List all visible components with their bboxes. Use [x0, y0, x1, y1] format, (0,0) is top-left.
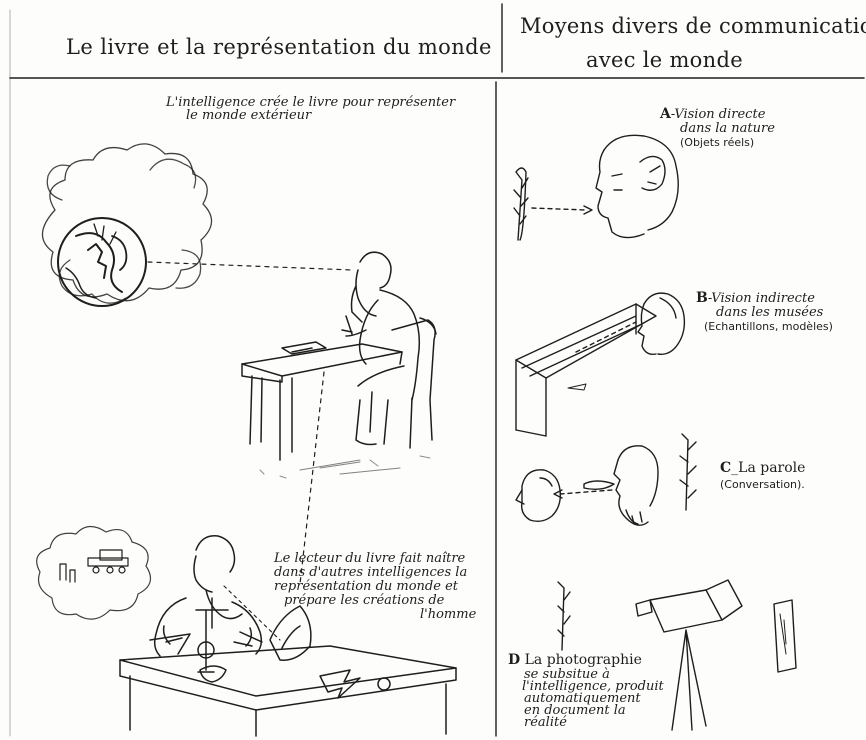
reader-caption-line4: prépare les créations de	[284, 593, 445, 608]
reading-line	[223, 585, 281, 641]
reader-caption-line3: représentation du monde et	[274, 579, 458, 594]
reader-caption-line2: dans d'autres intelligences la	[274, 565, 468, 580]
label-d-line6: réalité	[524, 715, 567, 730]
industry-cloud-drawing	[36, 525, 152, 620]
intro-caption-line1: L'intelligence crée le livre pour représ…	[166, 95, 456, 110]
label-d-line5: en document la	[524, 703, 626, 718]
right-panel-title-line2: avec le monde	[586, 48, 743, 72]
label-b-line1: -Vision indirecte	[707, 291, 815, 306]
label-c-line1: _La parole	[731, 460, 806, 476]
reader-caption-line1: Le lecteur du livre fait naître	[274, 551, 466, 566]
label-c-line2: (Conversation).	[720, 478, 805, 491]
label-b-letter: B	[696, 290, 708, 306]
label-b: B-Vision indirecte	[696, 290, 815, 306]
label-b-line2: dans les musées	[716, 305, 824, 320]
frame-lines	[9, 3, 865, 737]
label-d-line1: La photographie	[524, 652, 642, 668]
label-d-line2: se subsitue à	[524, 667, 610, 682]
label-c-letter: C	[720, 460, 732, 476]
right-panel-title-line1: Moyens divers de communication	[520, 14, 866, 38]
label-d-letter: D	[508, 652, 521, 668]
label-b-line3: (Echantillons, modèles)	[704, 320, 833, 333]
photographie-drawing	[557, 579, 797, 731]
label-c: C_La parole	[720, 460, 805, 476]
label-d: D La photographie	[508, 652, 642, 668]
label-a-letter: A	[660, 106, 671, 122]
label-a-line1: -Vision directe	[670, 107, 766, 122]
intro-caption-line2: le monde extérieur	[186, 108, 312, 123]
reader-at-table-drawing	[119, 535, 457, 737]
label-a-line2: dans la nature	[680, 121, 775, 136]
transmission-line	[299, 371, 325, 585]
label-a: A-Vision directe	[660, 106, 765, 122]
writer-at-desk-drawing	[241, 251, 437, 479]
label-a-line3: (Objets réels)	[680, 136, 755, 149]
globe-in-clouds-drawing	[41, 143, 213, 307]
reader-caption-line5: l'homme	[420, 607, 477, 622]
label-d-line3: l'intelligence, produit	[522, 679, 664, 694]
vision-directe-drawing	[513, 134, 679, 241]
label-d-line4: automatiquement	[524, 691, 641, 706]
vision-indirecte-drawing	[515, 292, 686, 437]
left-panel-title: Le livre et la représentation du monde	[66, 35, 492, 59]
sight-line-globe	[147, 261, 353, 271]
parole-drawing	[515, 433, 697, 526]
